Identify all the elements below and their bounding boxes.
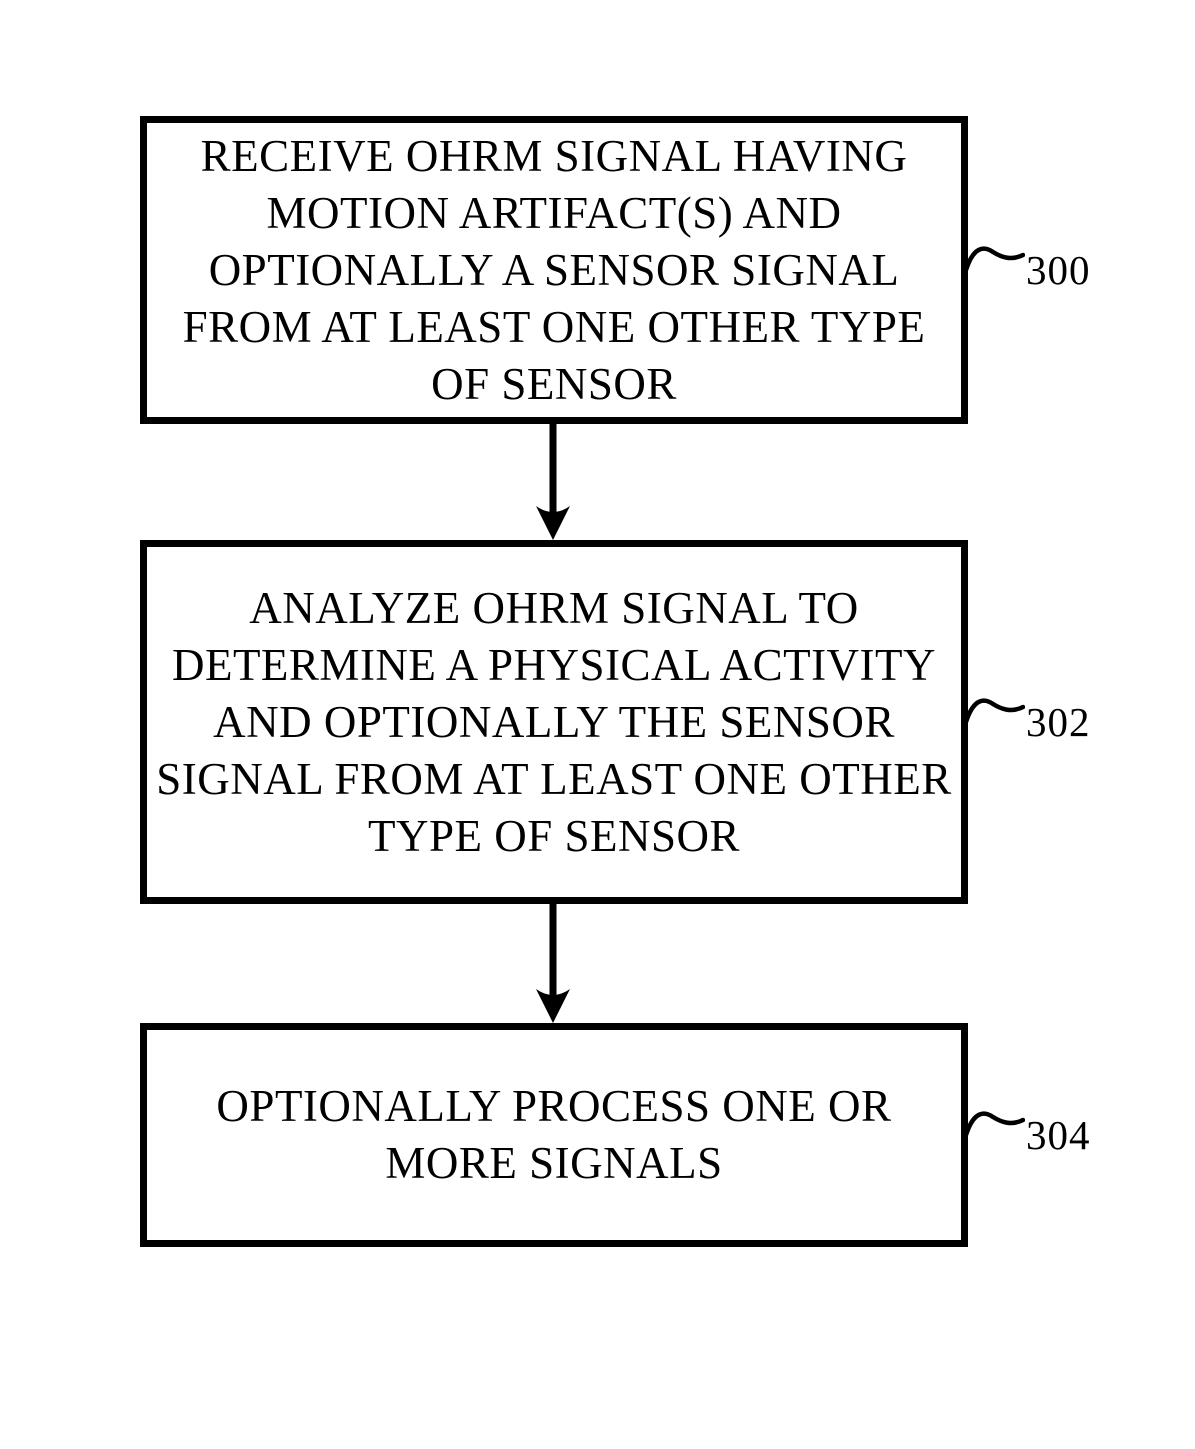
flow-step-304-text: OPTIONALLY PROCESS ONE OR MORE SIGNALS bbox=[216, 1081, 892, 1188]
ref-number-300: 300 bbox=[1026, 247, 1091, 293]
flow-step-300: RECEIVE OHRM SIGNAL HAVING MOTION ARTIFA… bbox=[140, 116, 968, 424]
down-arrow-icon bbox=[536, 904, 570, 1023]
down-arrow-icon bbox=[536, 424, 570, 540]
flow-step-302-text: ANALYZE OHRM SIGNAL TO DETERMINE A PHYSI… bbox=[156, 582, 952, 861]
flow-step-302: ANALYZE OHRM SIGNAL TO DETERMINE A PHYSI… bbox=[140, 540, 968, 904]
flow-step-300-text: RECEIVE OHRM SIGNAL HAVING MOTION ARTIFA… bbox=[182, 130, 926, 409]
ref-leader-line-300 bbox=[965, 246, 1025, 273]
ref-leader-line-304 bbox=[965, 1111, 1025, 1138]
ref-number-304: 304 bbox=[1026, 1112, 1091, 1158]
ref-number-302: 302 bbox=[1026, 699, 1091, 745]
flow-step-304: OPTIONALLY PROCESS ONE OR MORE SIGNALS bbox=[140, 1023, 968, 1247]
ref-leader-line-302 bbox=[965, 698, 1025, 725]
